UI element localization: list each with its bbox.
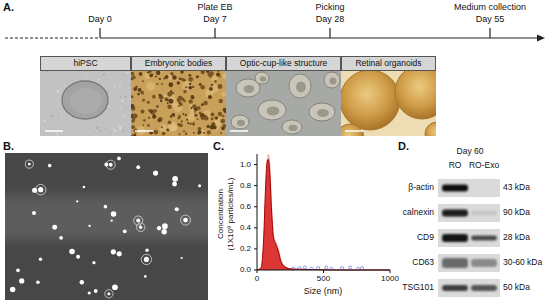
blot-band [471,211,497,215]
y-tick [254,164,257,165]
timeline-tick [99,28,100,38]
y-tick [254,248,257,249]
tick-label: 0.2 [240,245,251,254]
embryonic-bodies-micrograph [131,71,226,136]
blot-strip [438,229,500,247]
data-point [317,267,320,270]
blot-band [442,234,468,242]
timeline-label: Medium collection [454,3,526,13]
molecular-weight: 50 kDa [503,283,530,292]
protein-name: TSG101 [402,283,434,292]
timeline [5,28,545,42]
data-point [298,267,301,270]
x-tick [257,270,258,273]
stage-label: Optic-cup-like structure [240,59,327,68]
protein-name: CD9 [417,233,434,242]
blot-band [471,236,497,241]
stage-label: Embryonic bodies [145,59,213,68]
y-axis [257,154,258,270]
stage-label: Retinal organoids [355,59,421,68]
axis-title: (1X10⁹ particles/mL) [227,178,236,251]
error-band [257,154,395,270]
timeline-dashed [5,37,100,38]
retinal-organoids-micrograph [341,71,436,136]
data-point [341,267,344,270]
blot-strip [438,279,500,297]
timeline-label: Picking [315,3,344,13]
blot-strip [438,204,500,222]
panel-letter: A. [3,1,14,13]
column-header: Day 60 [457,147,484,156]
panel-letter: B. [3,140,14,152]
distribution-line [257,159,390,270]
panel-letter: D. [398,140,409,152]
column-header: RO-Exo [469,161,499,170]
timeline-line [100,37,538,38]
tick-label: 0 [255,275,259,284]
tick-label: 0.8 [240,181,251,190]
nta-video-frame [5,153,208,300]
molecular-weight: 30-60 kDa [503,258,542,267]
timeline-tick [329,28,330,38]
axis-title: Size (nm) [304,287,343,297]
timeline-label: Day 28 [316,15,345,25]
distribution-area [257,159,390,270]
data-point [361,267,364,270]
blot-strip [438,254,500,272]
x-tick [323,270,324,273]
stage-header-box: hiPSC [40,56,131,71]
data-point [303,266,306,269]
protein-name: CD63 [412,258,434,267]
tick-label: 1.0 [240,160,251,169]
timeline-label: Day 55 [476,15,505,25]
axis-title: Concentration [217,189,226,239]
tick-label: 0.6 [240,202,251,211]
western-blot [438,179,500,297]
protein-name: β-actin [408,183,434,192]
tick-label: 500 [317,275,330,284]
y-tick [254,227,257,228]
timeline-arrowhead [537,35,545,42]
hipsc-micrograph [40,71,131,136]
timeline-tick [489,28,490,38]
timeline-label: Day 0 [88,15,112,25]
timeline-label: Plate EB [197,3,232,13]
blot-band [442,258,468,268]
stage-label: hiPSC [73,59,97,68]
tick-label: 1000 [381,275,399,284]
blot-band [471,285,497,291]
column-header: RO [449,161,462,170]
stage-header-box: Embryonic bodies [131,56,226,71]
tick-label: 0.0 [240,266,251,275]
data-point [325,266,328,269]
blot-band [442,210,468,217]
molecular-weight: 28 kDa [503,233,530,242]
size-distribution-chart [254,154,395,273]
optic-cup-micrograph [226,71,341,136]
protein-name: calnexin [403,208,434,217]
data-point [349,266,352,269]
timeline-label: Day 7 [203,15,227,25]
blot-strip [438,179,500,197]
y-tick [254,206,257,207]
molecular-weight: 43 kDa [503,183,530,192]
timeline-tick [214,28,215,38]
panel-letter: C. [213,140,224,152]
stage-header-box: Retinal organoids [341,56,436,71]
blot-band [442,285,468,291]
blot-band [471,259,497,267]
tick-label: 0.4 [240,223,251,232]
y-tick [254,185,257,186]
molecular-weight: 90 kDa [503,208,530,217]
blot-band [442,185,468,192]
x-tick [390,270,391,273]
stage-header-box: Optic-cup-like structure [226,56,341,71]
